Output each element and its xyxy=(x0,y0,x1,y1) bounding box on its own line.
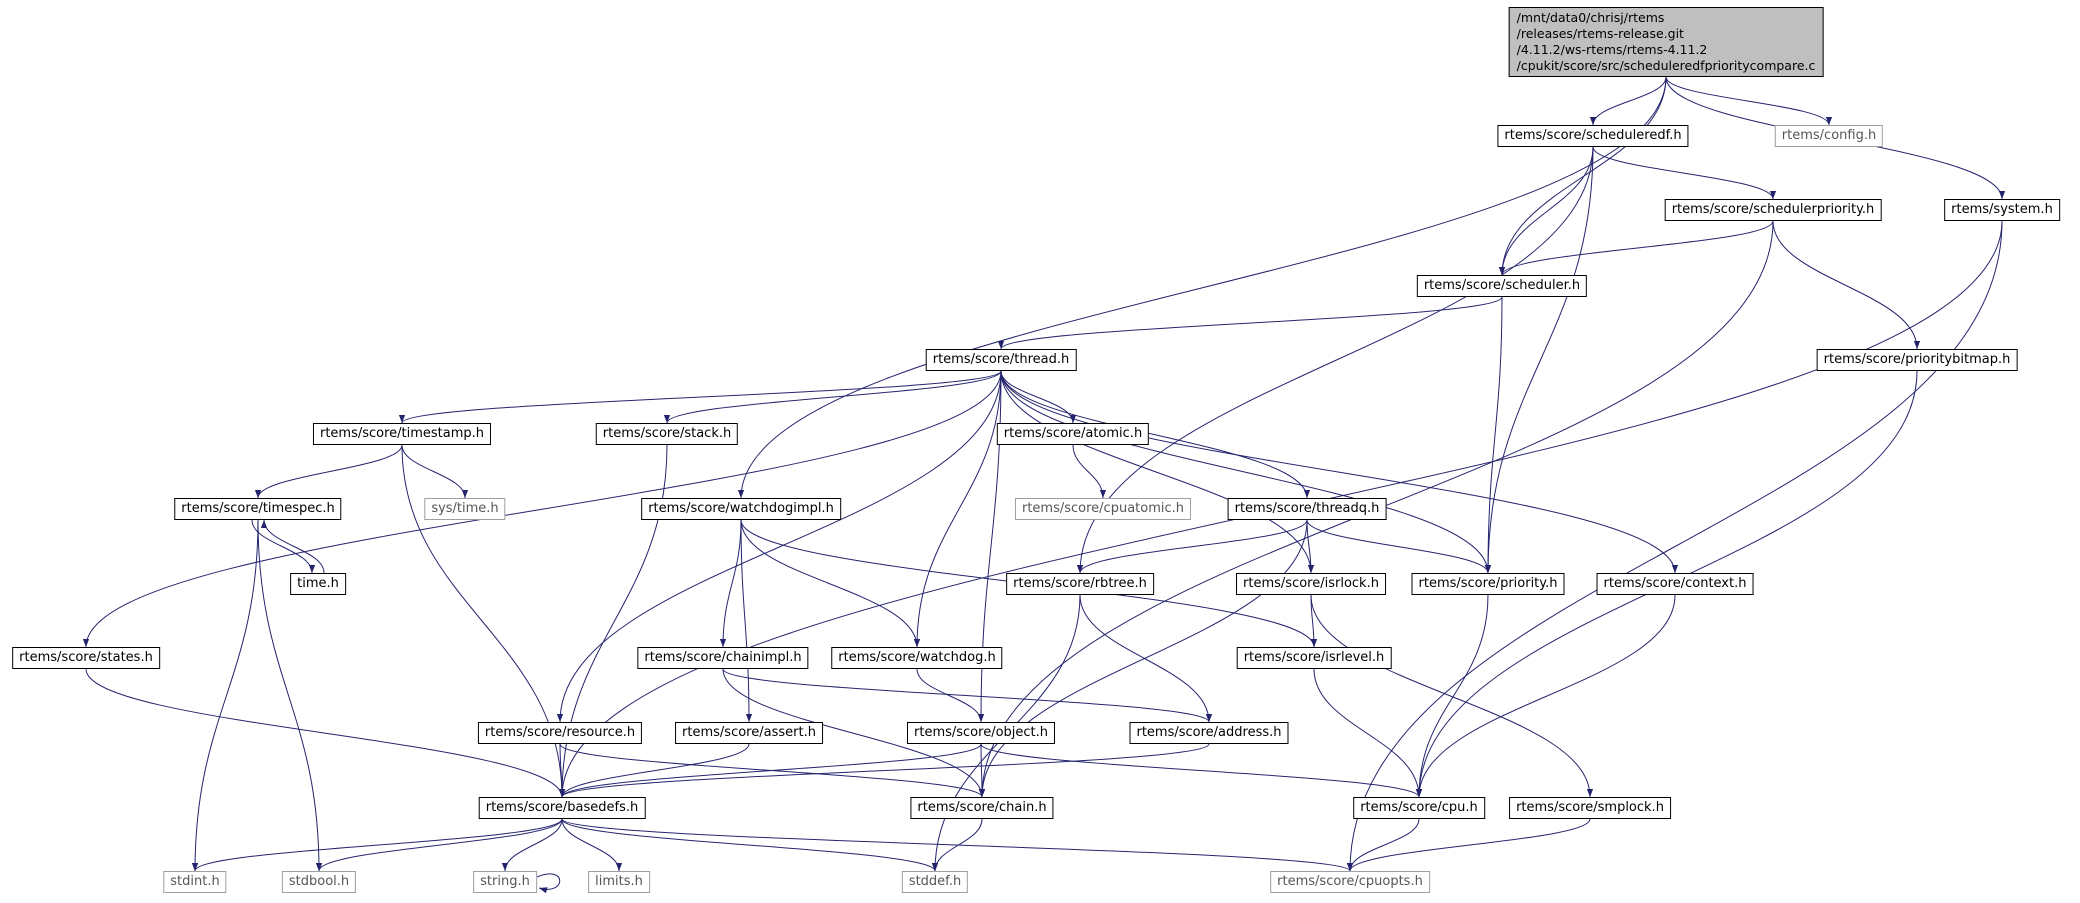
include-edge-chainimpl-address xyxy=(722,668,1212,723)
include-edge-root-config xyxy=(1665,76,1833,126)
node-rtems-score-isrlevel-h[interactable]: rtems/score/isrlevel.h xyxy=(1236,647,1392,669)
include-edge-assert-basedefs xyxy=(558,743,750,798)
include-edge-timespec-stdbool xyxy=(257,519,323,872)
include-edge-rbtree-address xyxy=(1079,594,1213,723)
include-edge-system-cpuopts xyxy=(1346,220,2003,872)
node-rtems-score-schedulerpriority-h[interactable]: rtems/score/schedulerpriority.h xyxy=(1664,199,1882,221)
include-edge-basedefs-limits xyxy=(561,818,623,872)
node-rtems-config-h[interactable]: rtems/config.h xyxy=(1774,125,1884,147)
node-rtems-score-stack-h[interactable]: rtems/score/stack.h xyxy=(595,423,739,445)
include-edge-scheduler-priority xyxy=(1484,296,1503,574)
include-edge-scheduleredf-priority xyxy=(1484,146,1594,574)
include-edge-basedefs-cpuopts xyxy=(561,818,1353,872)
include-edge-isrlock-smplock xyxy=(1310,594,1594,798)
node-rtems-score-context-h[interactable]: rtems/score/context.h xyxy=(1596,573,1754,595)
node-rtems-score-isrlock-h[interactable]: rtems/score/isrlock.h xyxy=(1236,573,1386,595)
include-edge-smplock-cpuopts xyxy=(1346,818,1591,872)
include-edge-root-scheduleredf xyxy=(1589,76,1667,126)
node-rtems-score-scheduleredf-h[interactable]: rtems/score/scheduleredf.h xyxy=(1497,125,1689,147)
node-rtems-score-chainimpl-h[interactable]: rtems/score/chainimpl.h xyxy=(637,647,809,669)
include-edge-basedefs-stddef xyxy=(561,818,939,872)
include-edge-thread-priority xyxy=(1000,370,1492,574)
include-edge-object-chain xyxy=(978,743,986,798)
node-rtems-score-states-h[interactable]: rtems/score/states.h xyxy=(12,647,160,669)
node-rtems-score-threadq-h[interactable]: rtems/score/threadq.h xyxy=(1227,498,1387,520)
include-edge-thread-timestamp xyxy=(399,370,1002,424)
node-rtems-score-chain-h[interactable]: rtems/score/chain.h xyxy=(910,797,1054,819)
include-edge-context-cpu xyxy=(1415,594,1676,798)
node-rtems-score-address-h[interactable]: rtems/score/address.h xyxy=(1129,722,1289,744)
node-rtems-score-cpuatomic-h[interactable]: rtems/score/cpuatomic.h xyxy=(1014,498,1192,520)
include-edge-thread-threadq xyxy=(1000,370,1311,499)
include-edge-chainimpl-chain xyxy=(722,668,986,798)
node-rtems-score-watchdogimpl-h[interactable]: rtems/score/watchdogimpl.h xyxy=(641,498,841,520)
include-edge-thread-watchdog xyxy=(913,370,1002,648)
include-edge-scheduler-thread xyxy=(998,296,1503,350)
node-rtems-score-prioritybitmap-h[interactable]: rtems/score/prioritybitmap.h xyxy=(1816,349,2018,371)
node-stdint-h[interactable]: stdint.h xyxy=(163,871,227,893)
include-edge-object-cpu xyxy=(980,743,1423,798)
node-rtems-system-h[interactable]: rtems/system.h xyxy=(1944,199,2060,221)
include-edge-basedefs-stdint xyxy=(191,818,563,872)
include-edge-schedulerpriority-scheduler xyxy=(1498,220,1774,276)
include-edge-thread-states xyxy=(82,370,1002,648)
node-rtems-score-timestamp-h[interactable]: rtems/score/timestamp.h xyxy=(312,423,492,445)
include-edge-scheduleredf-scheduler xyxy=(1498,146,1594,276)
node-rtems-score-object-h[interactable]: rtems/score/object.h xyxy=(907,722,1055,744)
include-edge-watchdog-object xyxy=(916,668,985,723)
include-edge-states-basedefs xyxy=(85,668,566,798)
node-rtems-score-rbtree-h[interactable]: rtems/score/rbtree.h xyxy=(1006,573,1154,595)
include-edge-isrlevel-cpu xyxy=(1313,668,1423,798)
node-sys-time-h[interactable]: sys/time.h xyxy=(424,498,506,520)
include-edge-thread-resource xyxy=(556,370,1002,723)
node-rtems-score-watchdog-h[interactable]: rtems/score/watchdog.h xyxy=(831,647,1003,669)
include-edge-string-string xyxy=(536,873,561,894)
include-edge-priority-cpu xyxy=(1415,594,1489,798)
include-edge-thread-isrlock xyxy=(1000,370,1315,574)
include-edge-atomic-cpuatomic xyxy=(1072,444,1107,499)
node-rtems-score-cpu-h[interactable]: rtems/score/cpu.h xyxy=(1353,797,1485,819)
include-edge-address-basedefs xyxy=(559,743,1210,798)
node-rtems-score-resource-h[interactable]: rtems/score/resource.h xyxy=(477,722,643,744)
include-edge-watchdogimpl-watchdog xyxy=(740,519,921,648)
include-edge-thread-atomic xyxy=(1000,370,1077,424)
include-edge-threadq-priority xyxy=(1306,519,1492,574)
node-scheduleredfprioritycompare-c: /mnt/data0/chrisj/rtems /releases/rtems-… xyxy=(1508,7,1824,77)
include-edge-timespec-stdint xyxy=(191,519,259,872)
include-edge-basedefs-stdbool xyxy=(315,818,563,872)
node-rtems-score-smplock-h[interactable]: rtems/score/smplock.h xyxy=(1509,797,1671,819)
node-time-h[interactable]: time.h xyxy=(290,573,346,595)
include-edge-schedulerpriority-prioritybitmap xyxy=(1772,220,1921,350)
node-rtems-score-scheduler-h[interactable]: rtems/score/scheduler.h xyxy=(1416,275,1588,297)
include-edge-basedefs-string xyxy=(501,818,563,872)
node-stddef-h[interactable]: stddef.h xyxy=(901,871,969,893)
include-edge-timestamp-timespec xyxy=(254,444,403,499)
include-edge-time-timespec xyxy=(260,519,325,574)
node-limits-h[interactable]: limits.h xyxy=(588,871,650,893)
node-stdbool-h[interactable]: stdbool.h xyxy=(281,871,357,893)
include-edge-thread-stack xyxy=(663,370,1002,424)
include-edge-scheduleredf-schedulerpriority xyxy=(1592,146,1777,200)
node-rtems-score-priority-h[interactable]: rtems/score/priority.h xyxy=(1411,573,1565,595)
include-edge-watchdogimpl-chainimpl xyxy=(719,519,742,648)
node-rtems-score-cpuopts-h[interactable]: rtems/score/cpuopts.h xyxy=(1270,871,1430,893)
include-edge-threadq-isrlock xyxy=(1306,519,1315,574)
include-edge-timestamp-systime xyxy=(401,444,469,499)
node-rtems-score-basedefs-h[interactable]: rtems/score/basedefs.h xyxy=(478,797,646,819)
node-rtems-score-atomic-h[interactable]: rtems/score/atomic.h xyxy=(996,423,1150,445)
include-edge-root-watchdogimpl xyxy=(737,76,1667,499)
include-edge-watchdogimpl-assert xyxy=(740,519,753,723)
node-rtems-score-timespec-h[interactable]: rtems/score/timespec.h xyxy=(174,498,342,520)
node-rtems-score-assert-h[interactable]: rtems/score/assert.h xyxy=(675,722,823,744)
include-edge-threadq-rbtree xyxy=(1076,519,1308,574)
include-edge-timespec-time xyxy=(251,519,316,574)
node-rtems-score-thread-h[interactable]: rtems/score/thread.h xyxy=(925,349,1077,371)
include-edge-resource-chain xyxy=(559,743,986,798)
node-string-h[interactable]: string.h xyxy=(473,871,537,893)
include-edge-thread-context xyxy=(1000,370,1679,574)
